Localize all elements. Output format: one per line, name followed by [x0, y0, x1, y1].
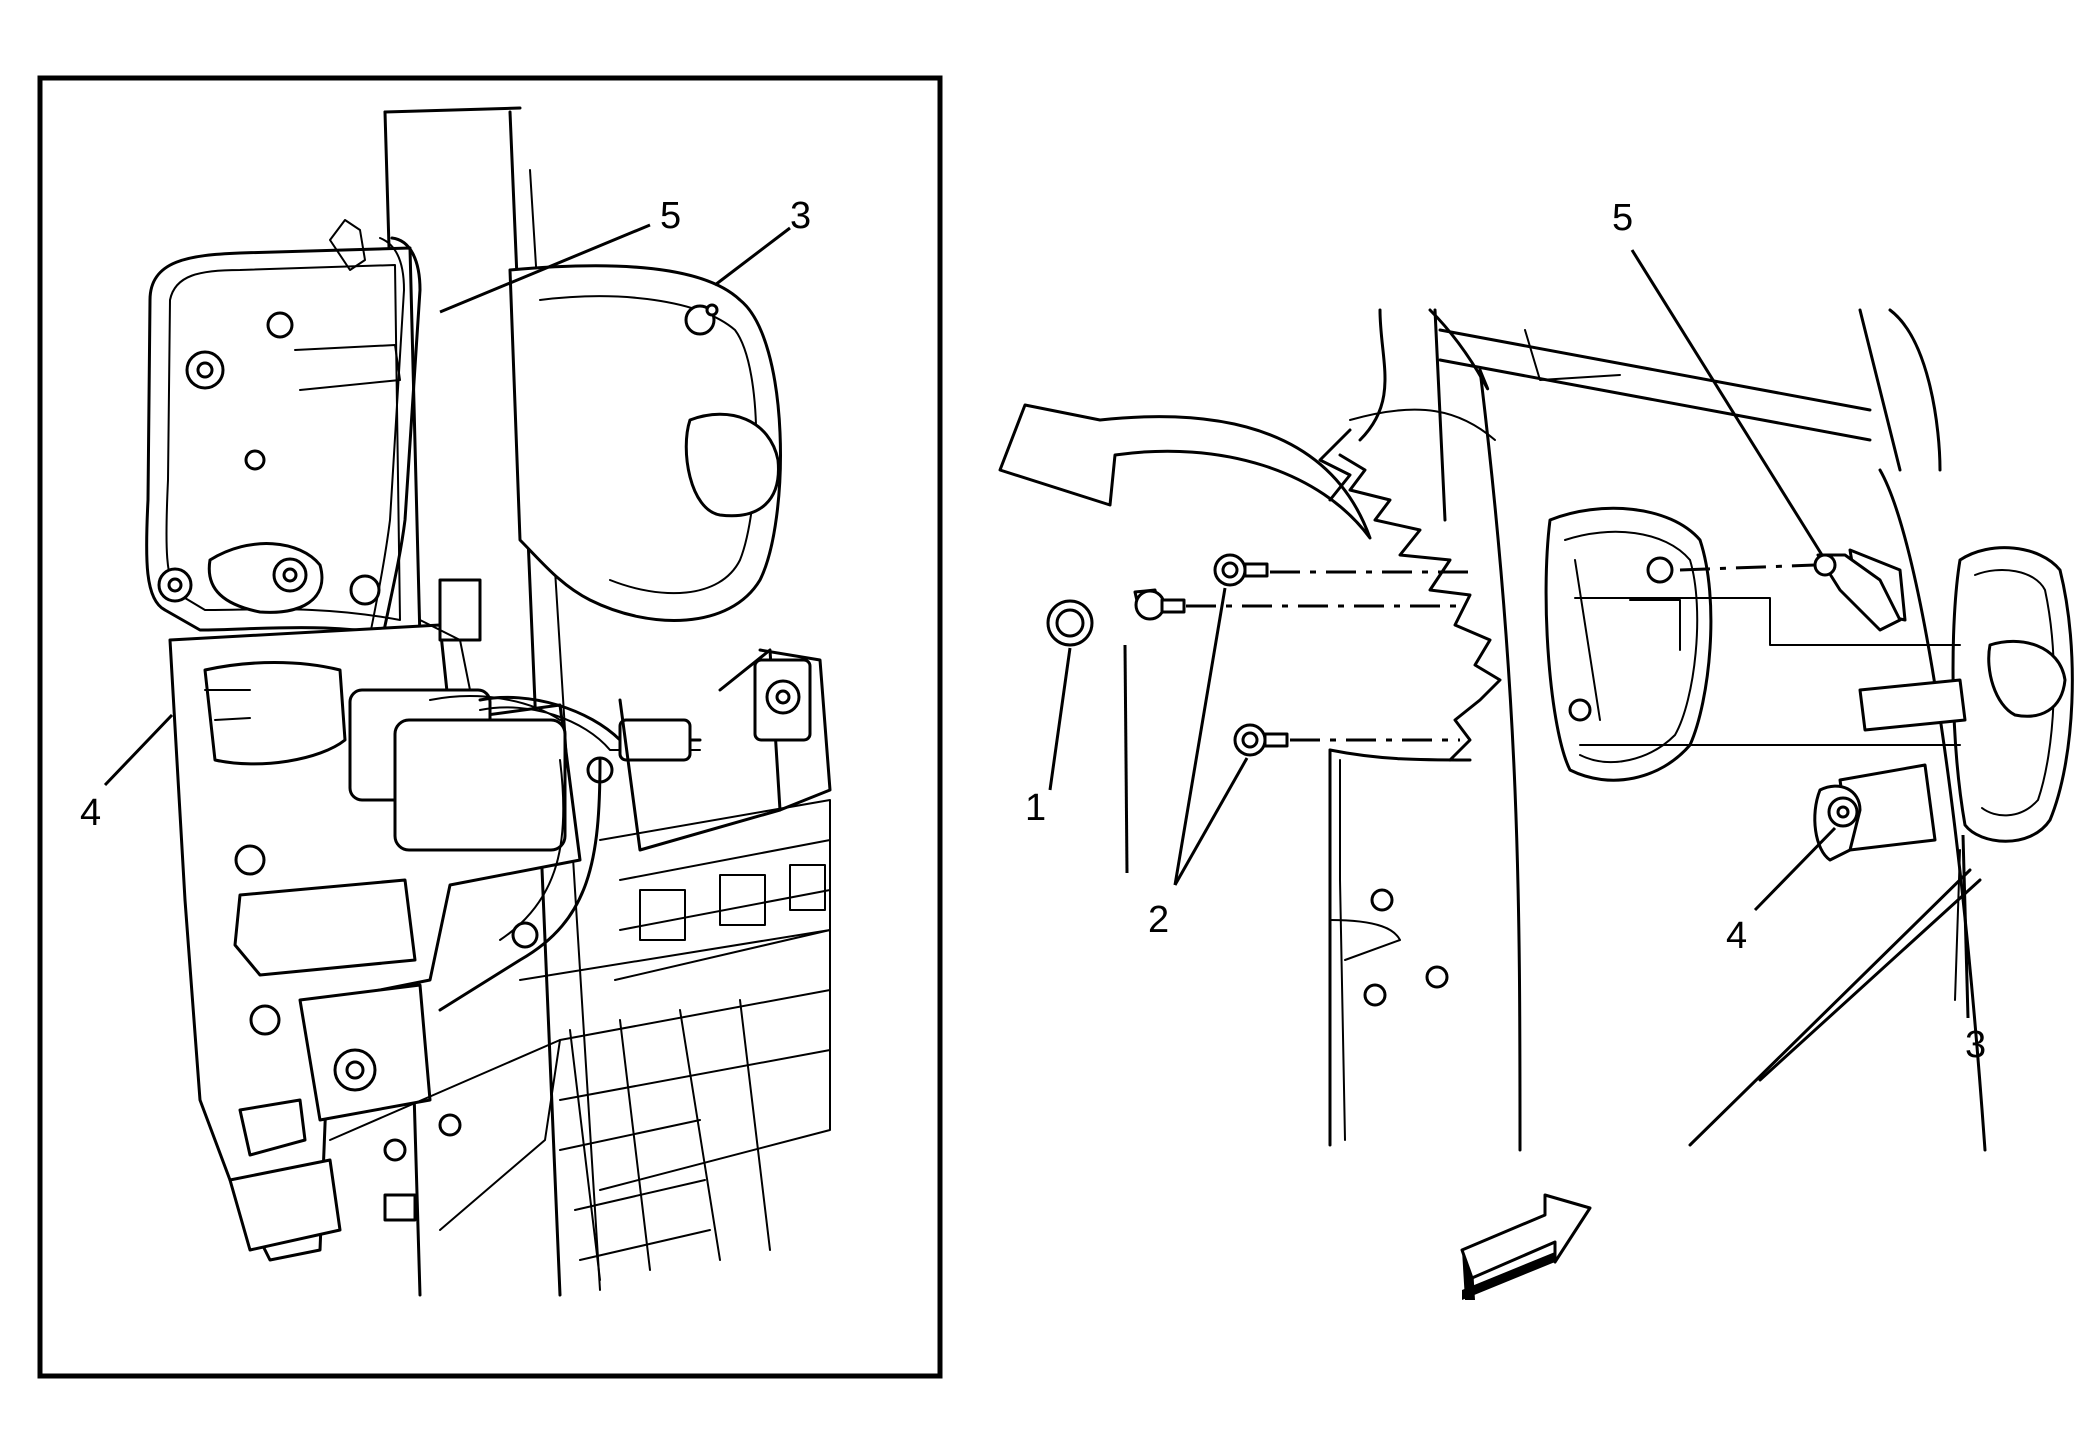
alignment-lines [1186, 563, 1961, 746]
view-direction-arrow [1460, 1193, 1592, 1300]
callout-3: 3 [1965, 1024, 1986, 1066]
detail-view-frame [37, 75, 943, 1379]
fasteners [1046, 553, 1289, 757]
detail-view-callouts: 5 3 4 [80, 195, 811, 834]
callout-4: 4 [1726, 915, 1747, 957]
bolt-part-2b [1133, 588, 1186, 621]
detail-view: 5 3 4 [37, 75, 943, 1379]
outside-handle-part-3 [508, 264, 782, 622]
callout-5: 5 [1612, 197, 1633, 239]
outside-handle-exploded-part-3 [1848, 546, 2074, 843]
callout-2: 2 [1148, 899, 1169, 941]
door-body-lines [1328, 308, 1987, 1152]
callout-3: 3 [790, 195, 811, 237]
section-break-line [1318, 428, 1502, 762]
exploded-view: 5 1 2 4 3 [998, 197, 2074, 1300]
inner-door-bracket [519, 648, 832, 1281]
removal-direction-arrow [998, 403, 1372, 540]
callout-5: 5 [660, 195, 681, 237]
lock-rod-part-5 [366, 236, 422, 682]
callout-4: 4 [80, 792, 101, 834]
exploded-view-callouts: 5 1 2 4 3 [1025, 197, 1986, 1066]
callout-1: 1 [1025, 787, 1046, 829]
door-latch-assembly [168, 623, 614, 1262]
wiring-harness [419, 578, 702, 1012]
bolt-part-2c [1233, 723, 1289, 757]
handle-pocket [1544, 506, 1713, 782]
bolt-part-2a [1213, 553, 1269, 587]
handle-bezel-part-4 [145, 219, 422, 642]
lock-cylinder-exploded-part-4 [1813, 763, 1937, 862]
